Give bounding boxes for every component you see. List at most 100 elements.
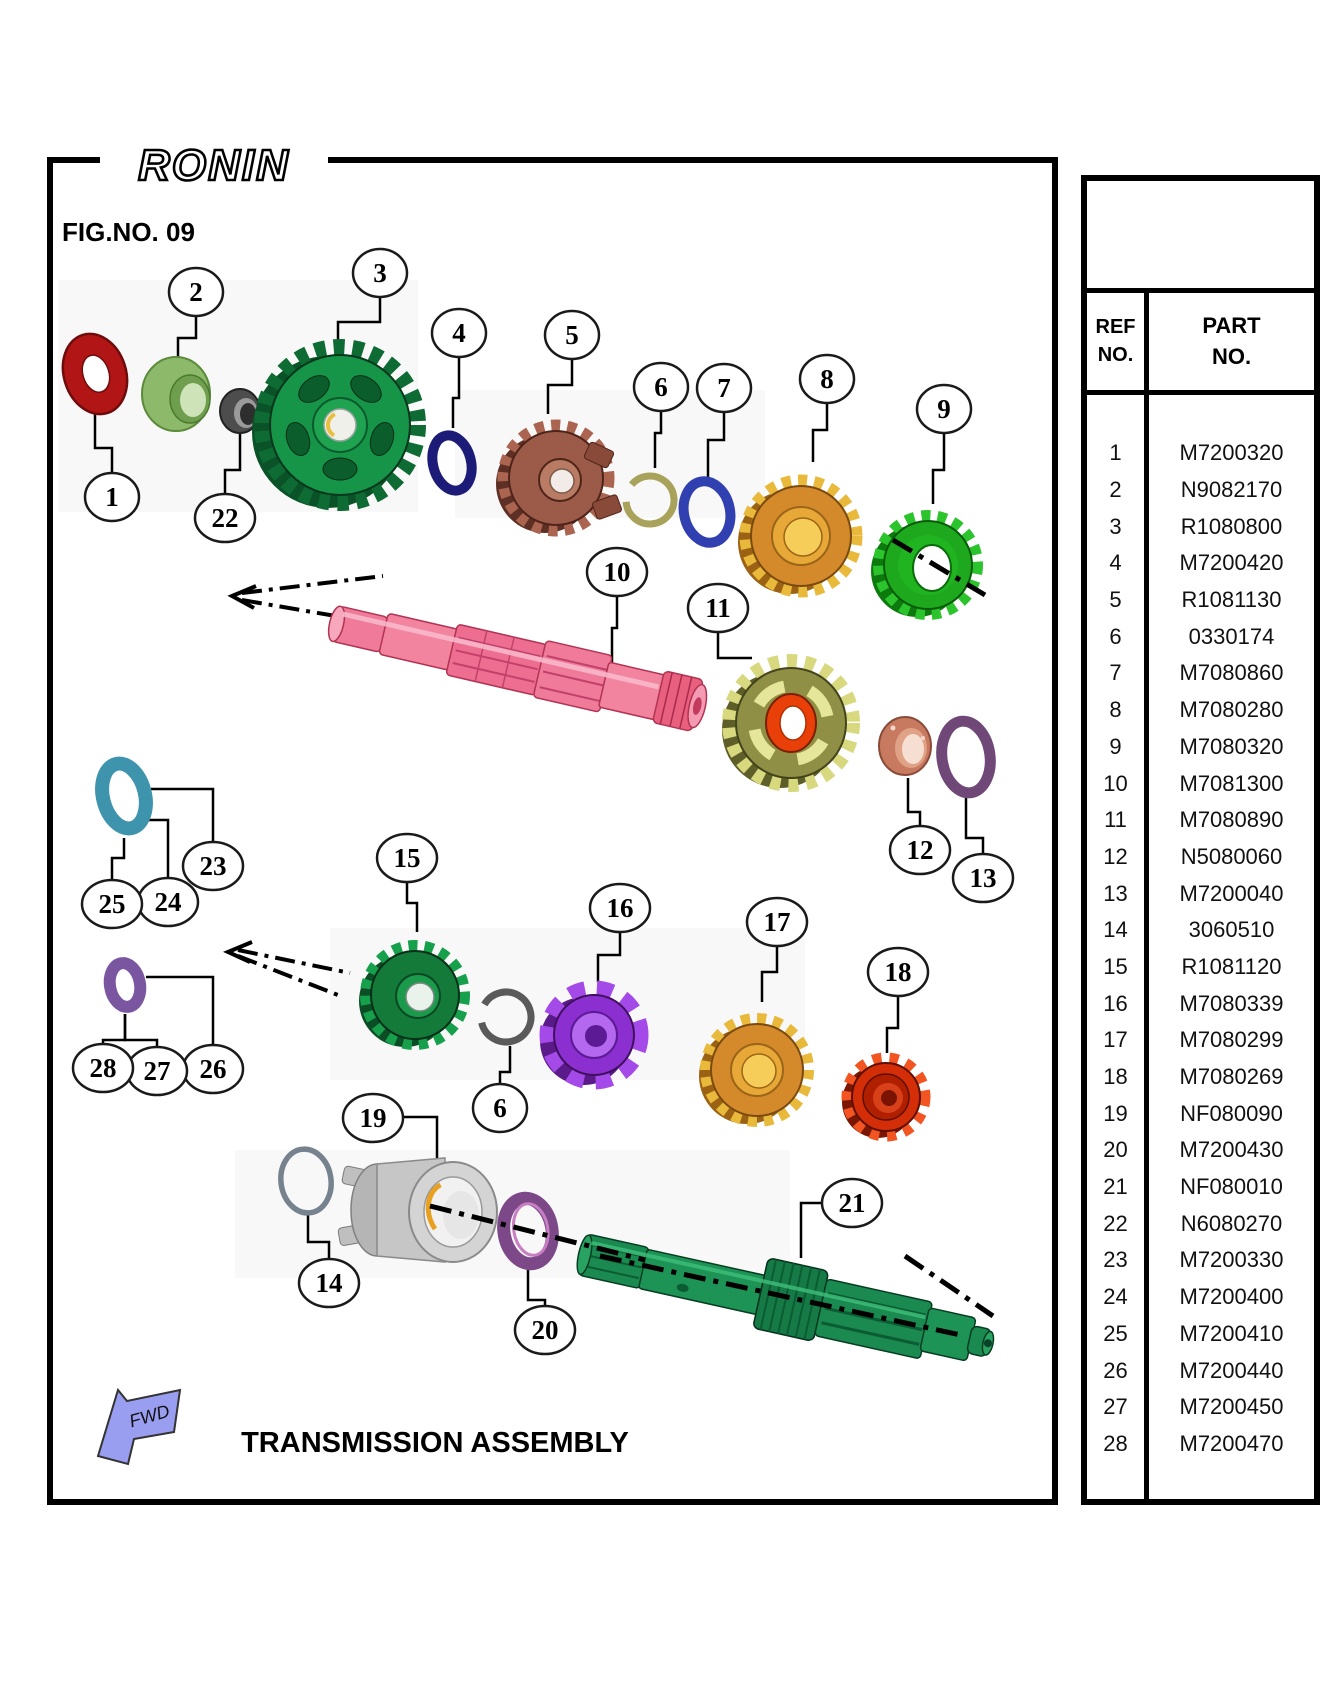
part-2-bushing <box>141 356 211 432</box>
part-no-cell: R1080800 <box>1180 513 1283 539</box>
part-header-line1: PART <box>1202 313 1261 338</box>
part-17-gear <box>699 1013 814 1127</box>
part-20-ring <box>497 1191 559 1271</box>
svg-text:7: 7 <box>717 373 731 403</box>
part-no-cell: N9082170 <box>1180 477 1283 503</box>
ref-no-cell: 11 <box>1104 807 1127 833</box>
svg-text:15: 15 <box>394 843 421 873</box>
svg-text:11: 11 <box>705 593 731 623</box>
part-no-cell: NF080010 <box>1180 1174 1283 1200</box>
svg-text:16: 16 <box>607 893 634 923</box>
part-no-cell: M7080890 <box>1179 807 1284 833</box>
callouts: 1 2 3 4 5 6 7 8 9 10 11 12 13 14 15 16 1… <box>71 247 1015 1356</box>
svg-text:28: 28 <box>90 1053 117 1083</box>
parts-table: REF NO. PART NO. 1 2 3 4 5 6 7 8 9 10 11… <box>1081 175 1320 1505</box>
callout-5: 5 <box>543 309 601 361</box>
callout-25: 25 <box>80 878 144 930</box>
ref-no-cell: 25 <box>1103 1320 1128 1346</box>
callout-26: 26 <box>181 1043 245 1095</box>
callout-17: 17 <box>745 896 809 948</box>
ref-no-cell: 15 <box>1103 953 1128 979</box>
part-no-cell: M7200470 <box>1179 1430 1284 1456</box>
part-no-column: M7200320 N9082170 R1080800 M7200420 R108… <box>1149 395 1314 1499</box>
part-9-gear <box>871 510 983 620</box>
ref-no-cell: 24 <box>1103 1284 1128 1310</box>
part-no-header: PART NO. <box>1149 293 1314 390</box>
callout-19: 19 <box>341 1092 405 1144</box>
ref-no-cell: 22 <box>1103 1210 1128 1236</box>
svg-text:23: 23 <box>200 851 227 881</box>
part-no-cell: M7080299 <box>1179 1027 1284 1053</box>
callout-10: 10 <box>585 546 649 598</box>
part-4-ring <box>427 430 477 496</box>
ref-no-column: 1 2 3 4 5 6 7 8 9 10 11 12 13 14 15 16 1… <box>1087 395 1149 1499</box>
part-no-cell: M7200440 <box>1179 1357 1284 1383</box>
part-no-cell: M7081300 <box>1179 770 1284 796</box>
brand-logo-text: RONIN <box>138 141 290 190</box>
ref-no-cell: 6 <box>1109 623 1122 649</box>
callout-2: 2 <box>167 266 225 318</box>
ref-no-cell: 23 <box>1103 1247 1128 1273</box>
callout-3: 3 <box>351 247 409 299</box>
ref-no-cell: 13 <box>1103 880 1128 906</box>
part-14-oring <box>278 1146 334 1216</box>
svg-text:10: 10 <box>604 557 631 587</box>
part-no-cell: NF080090 <box>1180 1100 1283 1126</box>
part-5-gear <box>496 419 622 537</box>
centerlines <box>429 537 995 1339</box>
svg-text:6: 6 <box>493 1093 507 1123</box>
ref-no-cell: 17 <box>1103 1027 1128 1053</box>
svg-text:3: 3 <box>373 258 387 288</box>
ref-no-cell: 12 <box>1103 843 1128 869</box>
svg-text:12: 12 <box>907 835 934 865</box>
ref-no-cell: 28 <box>1103 1430 1128 1456</box>
brand-logo: RONIN <box>100 138 328 192</box>
ref-header-line2: NO. <box>1097 344 1134 366</box>
callout-21: 21 <box>820 1177 884 1229</box>
svg-text:24: 24 <box>155 887 182 917</box>
svg-text:21: 21 <box>839 1188 866 1218</box>
part-22-bushing <box>219 388 261 434</box>
svg-text:14: 14 <box>316 1268 343 1298</box>
part-3-gear <box>252 339 426 511</box>
part-no-cell: M7080339 <box>1179 990 1284 1016</box>
callout-11: 11 <box>686 582 750 634</box>
part-13-ring <box>936 715 996 799</box>
callout-22: 22 <box>193 492 257 544</box>
part-11-gear <box>722 654 860 792</box>
callout-15: 15 <box>375 832 439 884</box>
part-no-cell: R1081120 <box>1181 953 1282 979</box>
part-no-cell: M7080320 <box>1179 733 1284 759</box>
diagram-frame <box>47 157 1058 1505</box>
part-no-cell: M7080269 <box>1179 1064 1284 1090</box>
svg-text:20: 20 <box>532 1315 559 1345</box>
ref-no-cell: 18 <box>1103 1064 1128 1090</box>
callout-23: 23 <box>181 840 245 892</box>
svg-text:5: 5 <box>565 320 579 350</box>
callout-28: 28 <box>71 1042 135 1094</box>
figure-number: FIG.NO. 09 <box>62 217 195 247</box>
part-8-gear <box>738 474 863 598</box>
callout-6-lower: 6 <box>471 1082 529 1134</box>
ref-no-cell: 7 <box>1109 660 1122 686</box>
callout-12: 12 <box>888 824 952 876</box>
part-no-cell: M7200320 <box>1179 440 1284 466</box>
table-top-box <box>1087 181 1314 293</box>
svg-text:2: 2 <box>189 277 203 307</box>
ref-no-cell: 8 <box>1109 697 1122 723</box>
svg-text:26: 26 <box>200 1054 227 1084</box>
ref-no-cell: 4 <box>1109 550 1122 576</box>
part-no-cell: 0330174 <box>1188 623 1275 649</box>
callout-9: 9 <box>915 383 973 435</box>
callout-18: 18 <box>866 946 930 998</box>
part-26-washer <box>103 957 147 1013</box>
svg-text:8: 8 <box>820 364 834 394</box>
svg-text:6: 6 <box>654 372 668 402</box>
ref-no-cell: 1 <box>1109 440 1122 466</box>
ref-no-cell: 21 <box>1103 1174 1128 1200</box>
svg-text:9: 9 <box>937 394 951 424</box>
svg-text:25: 25 <box>99 889 126 919</box>
part-18-gear <box>841 1052 931 1142</box>
part-no-cell: 3060510 <box>1188 917 1275 943</box>
